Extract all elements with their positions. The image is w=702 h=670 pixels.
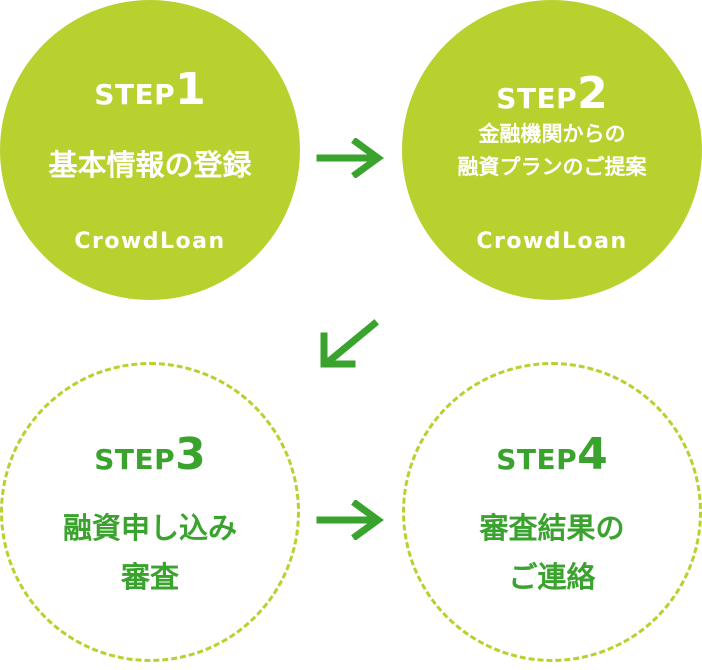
arrow-right-icon <box>316 138 384 178</box>
step-4-title: 審査結果の ご連絡 <box>405 504 699 602</box>
step-3-title: 融資申し込み 審査 <box>3 504 297 602</box>
step-number: 1 <box>175 64 206 115</box>
step-number: 4 <box>577 429 608 480</box>
step-2-brand: CrowdLoan <box>476 229 628 254</box>
arrow-right-icon <box>316 500 384 540</box>
step-3-title-line-1: 融資申し込み <box>62 511 237 545</box>
step-2-title: 金融機関からの 融資プランのご提案 <box>402 118 702 184</box>
step-label: STEP <box>94 443 176 476</box>
step-4-title-line-1: 審査結果の <box>479 511 625 545</box>
step-label: STEP <box>496 443 578 476</box>
step-1-title: 基本情報の登録 <box>0 142 300 184</box>
step-4-heading: STEP4 <box>405 429 699 480</box>
step-1-title-line-1: 基本情報の登録 <box>48 148 252 182</box>
step-2-title-line-1: 金融機関からの <box>478 122 626 146</box>
arrow-down-left-icon <box>320 319 379 368</box>
step-label: STEP <box>496 82 578 115</box>
step-label: STEP <box>94 78 176 111</box>
step-3-circle: STEP3 融資申し込み 審査 <box>0 362 300 662</box>
step-1-heading: STEP1 <box>0 64 300 115</box>
step-4-circle: STEP4 審査結果の ご連絡 <box>402 362 702 662</box>
step-number: 3 <box>175 429 206 480</box>
step-2-heading: STEP2 <box>402 68 702 119</box>
step-4-title-line-2: ご連絡 <box>508 560 596 594</box>
step-2-circle: STEP2 金融機関からの 融資プランのご提案 CrowdLoan <box>402 0 702 300</box>
step-1-brand: CrowdLoan <box>74 229 226 254</box>
step-1-circle: STEP1 基本情報の登録 CrowdLoan <box>0 0 300 300</box>
step-3-heading: STEP3 <box>3 429 297 480</box>
step-3-title-line-2: 審査 <box>120 560 179 594</box>
step-2-title-line-2: 融資プランのご提案 <box>457 155 647 179</box>
step-number: 2 <box>577 68 608 119</box>
